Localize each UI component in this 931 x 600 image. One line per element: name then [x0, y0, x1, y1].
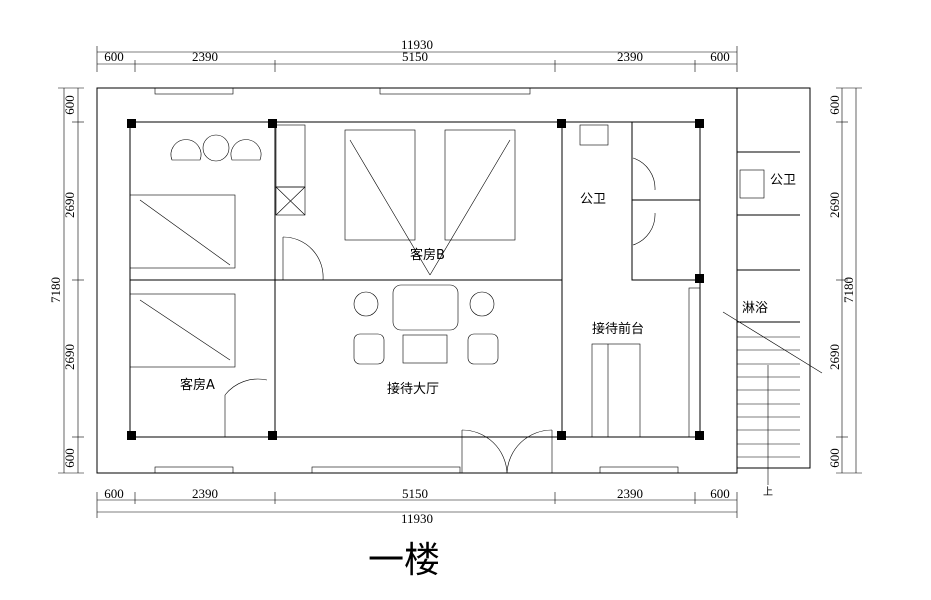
top-dim-5: 600 — [710, 49, 730, 64]
left-dimensions: 600 2690 7180 2690 600 — [48, 87, 84, 474]
bottom-dim-5: 600 — [710, 486, 730, 501]
walls — [96, 87, 823, 485]
right-dim-3: 2690 — [827, 344, 842, 370]
left-dim-2: 2690 — [62, 192, 77, 218]
top-total-dim: 11930 — [401, 37, 433, 52]
structural-columns — [127, 119, 704, 440]
left-dim-4: 600 — [62, 448, 77, 468]
room-label-reception-desk: 接待前台 — [592, 321, 644, 337]
bottom-total-dim: 11930 — [401, 511, 433, 526]
bottom-dim-4: 2390 — [617, 486, 643, 501]
bottom-dim-1: 600 — [104, 486, 124, 501]
left-dim-1: 600 — [62, 95, 77, 115]
room-label-guest-room-a: 客房A — [180, 377, 215, 393]
top-dim-2: 2390 — [192, 49, 218, 64]
room-label-shower: 淋浴 — [742, 301, 768, 316]
floor-title: 一楼 — [368, 540, 440, 581]
room-label-public-toilet-1: 公卫 — [580, 192, 606, 207]
top-dim-4: 2390 — [617, 49, 643, 64]
room-label-reception-hall: 接待大厅 — [387, 381, 439, 397]
stair-up-label: 上 — [763, 486, 773, 498]
bottom-dimensions: 11930 600 2390 5150 2390 600 — [96, 486, 738, 526]
right-dim-1: 600 — [827, 95, 842, 115]
room-label-public-toilet-2: 公卫 — [770, 173, 796, 188]
room-label-guest-room-b: 客房B — [410, 247, 445, 263]
right-dimensions: 600 2690 7180 2690 600 — [827, 87, 862, 474]
bottom-dim-3: 5150 — [402, 486, 428, 501]
top-dim-1: 600 — [104, 49, 124, 64]
left-dim-3: 2690 — [62, 344, 77, 370]
right-dim-2: 2690 — [827, 192, 842, 218]
left-total-dim: 7180 — [48, 277, 63, 303]
right-dim-4: 600 — [827, 448, 842, 468]
bottom-dim-2: 2390 — [192, 486, 218, 501]
right-total-dim: 7180 — [841, 277, 856, 303]
top-dimensions: 11930 600 2390 5150 2390 600 — [96, 37, 738, 72]
top-dim-3: 5150 — [402, 49, 428, 64]
